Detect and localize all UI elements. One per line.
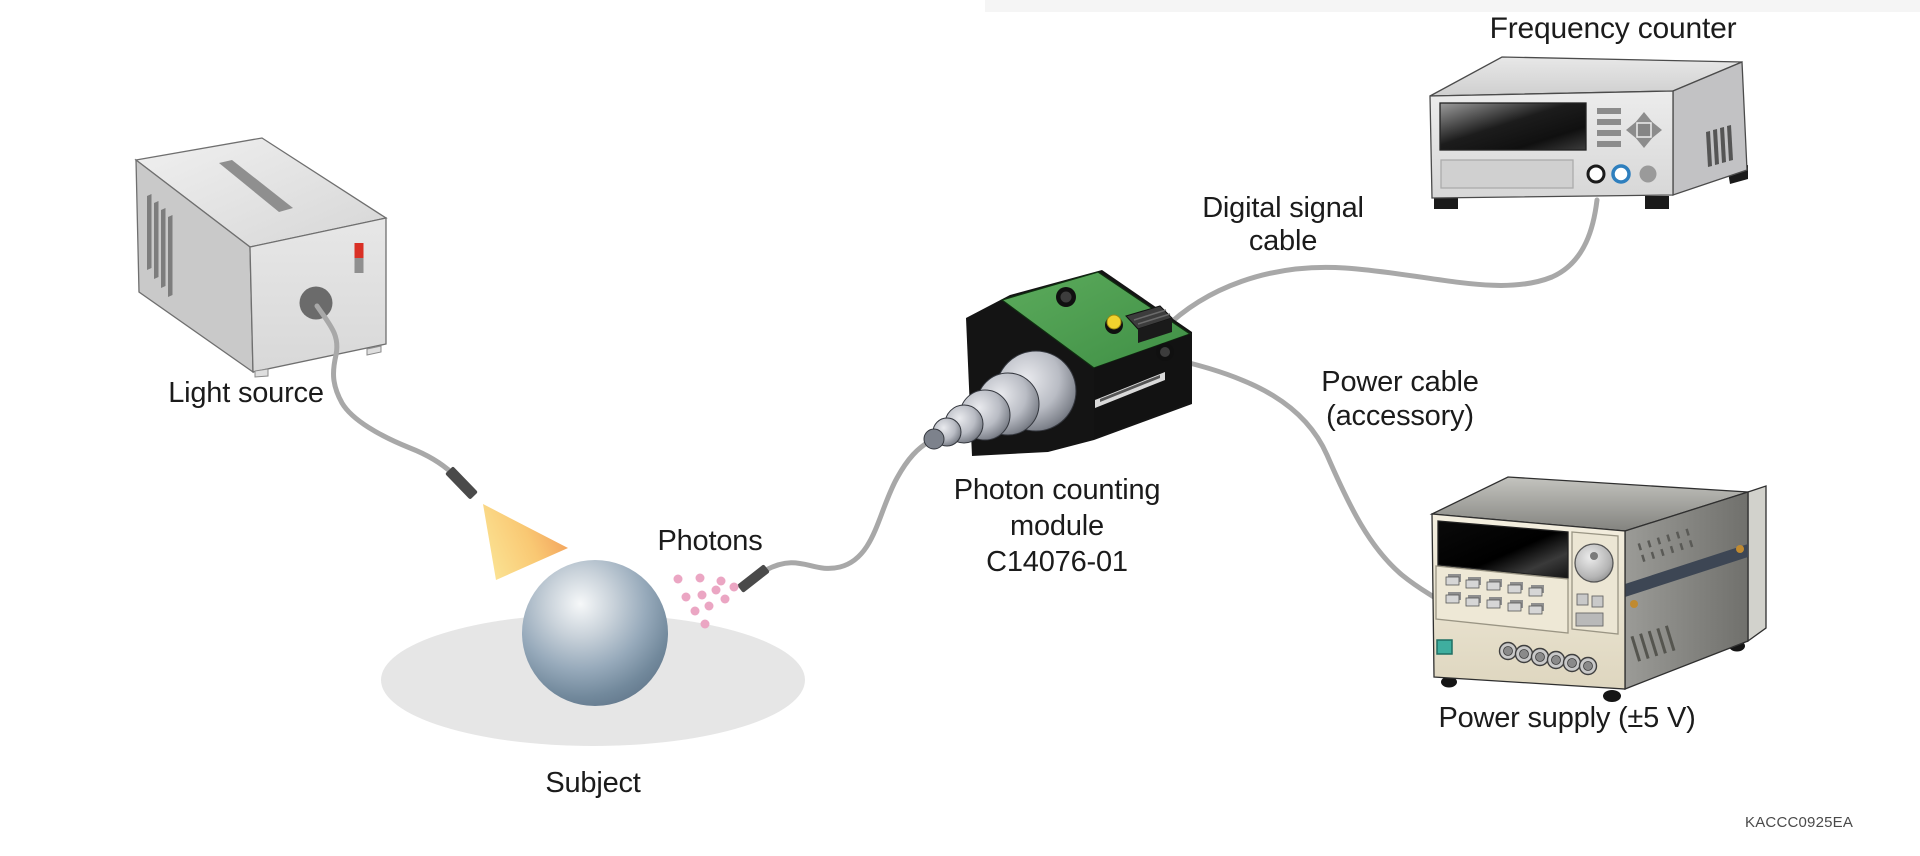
frequency-counter-menu-buttons — [1597, 108, 1621, 147]
cables — [314, 197, 1600, 602]
power-supply-power-button — [1436, 639, 1453, 655]
frequency-counter-label-line: Frequency counter — [1489, 12, 1737, 45]
power-supply-small-buttons — [1575, 593, 1604, 627]
power-supply-knob — [1574, 543, 1614, 583]
module-lens-barrel — [923, 350, 1077, 450]
digital-signal-cable-label-line-1: Digital signal — [1202, 192, 1364, 224]
fiber-tip-emitter — [445, 467, 478, 499]
optical-fiber-out-cable — [763, 438, 933, 573]
power-cable-label-line-2: (accessory) — [1326, 400, 1474, 432]
frequency-counter-feet — [1434, 165, 1748, 209]
photon-dots — [673, 573, 739, 629]
power-supply-display — [1437, 520, 1569, 579]
subject-label: Subject — [493, 766, 693, 801]
power-supply-illustration — [1429, 476, 1767, 702]
digital-signal-cable-label: Digital signal cable — [1163, 192, 1403, 258]
power-supply-binding-posts — [1498, 641, 1598, 676]
module-label-line-2: module — [1010, 510, 1104, 542]
power-cable-label: Power cable (accessory) — [1280, 365, 1520, 433]
power-supply-side-stripe — [1625, 544, 1748, 597]
figure-code: KACCC0925EA — [1745, 814, 1854, 831]
light-source-indicator — [354, 243, 364, 273]
frequency-counter-round-buttons — [1586, 164, 1657, 184]
frequency-counter-display — [1439, 102, 1587, 151]
power-supply-side-vents-lower — [1630, 625, 1676, 662]
power-cable-path — [1174, 357, 1440, 602]
power-supply-keypad — [1445, 574, 1544, 615]
top-crop-artifact — [985, 0, 1920, 12]
photon-counting-module-illustration — [923, 270, 1192, 456]
power-supply-label: Power supply (±5 V) — [1389, 701, 1745, 736]
light-source-feet — [254, 345, 382, 378]
light-source-label: Light source — [136, 376, 356, 411]
power-supply-label-line: Power supply (±5 V) — [1438, 702, 1696, 734]
light-source-label-line: Light source — [168, 377, 324, 409]
module-signal-connector — [1125, 305, 1173, 343]
power-cable-label-line-1: Power cable — [1321, 366, 1479, 398]
light-beam-triangle — [483, 504, 568, 580]
module-label: Photon counting module C14076-01 — [927, 472, 1187, 580]
photons-label: Photons — [610, 524, 810, 559]
power-supply-side-vents-upper — [1637, 528, 1694, 562]
light-source-top-slot — [219, 160, 293, 212]
frequency-counter-illustration — [1429, 56, 1748, 209]
optical-fiber-in-cable — [314, 303, 455, 476]
module-label-line-3: C14076-01 — [986, 546, 1128, 578]
power-supply-side-screws — [1630, 545, 1744, 608]
subject-label-line: Subject — [545, 767, 641, 799]
module-sma-connector — [1105, 314, 1123, 334]
light-source-illustration — [134, 137, 388, 378]
subject-sphere — [522, 560, 668, 706]
light-source-fiber-port — [299, 286, 333, 320]
fiber-tip-collector — [737, 564, 770, 593]
module-front-vent-slot-inner — [1100, 375, 1160, 402]
digital-signal-cable-path — [1160, 197, 1600, 333]
frequency-counter-lower-panel — [1440, 159, 1574, 189]
frequency-counter-nav-pad — [1626, 112, 1662, 148]
frequency-counter-side-vents — [1706, 125, 1733, 167]
power-supply-back-bracket — [1747, 485, 1767, 643]
module-label-line-1: Photon counting — [953, 474, 1161, 506]
light-source-vents — [147, 194, 173, 297]
photons-label-line: Photons — [657, 525, 763, 557]
frequency-counter-label: Frequency counter — [1453, 11, 1773, 46]
digital-signal-cable-label-line-2: cable — [1248, 225, 1318, 257]
